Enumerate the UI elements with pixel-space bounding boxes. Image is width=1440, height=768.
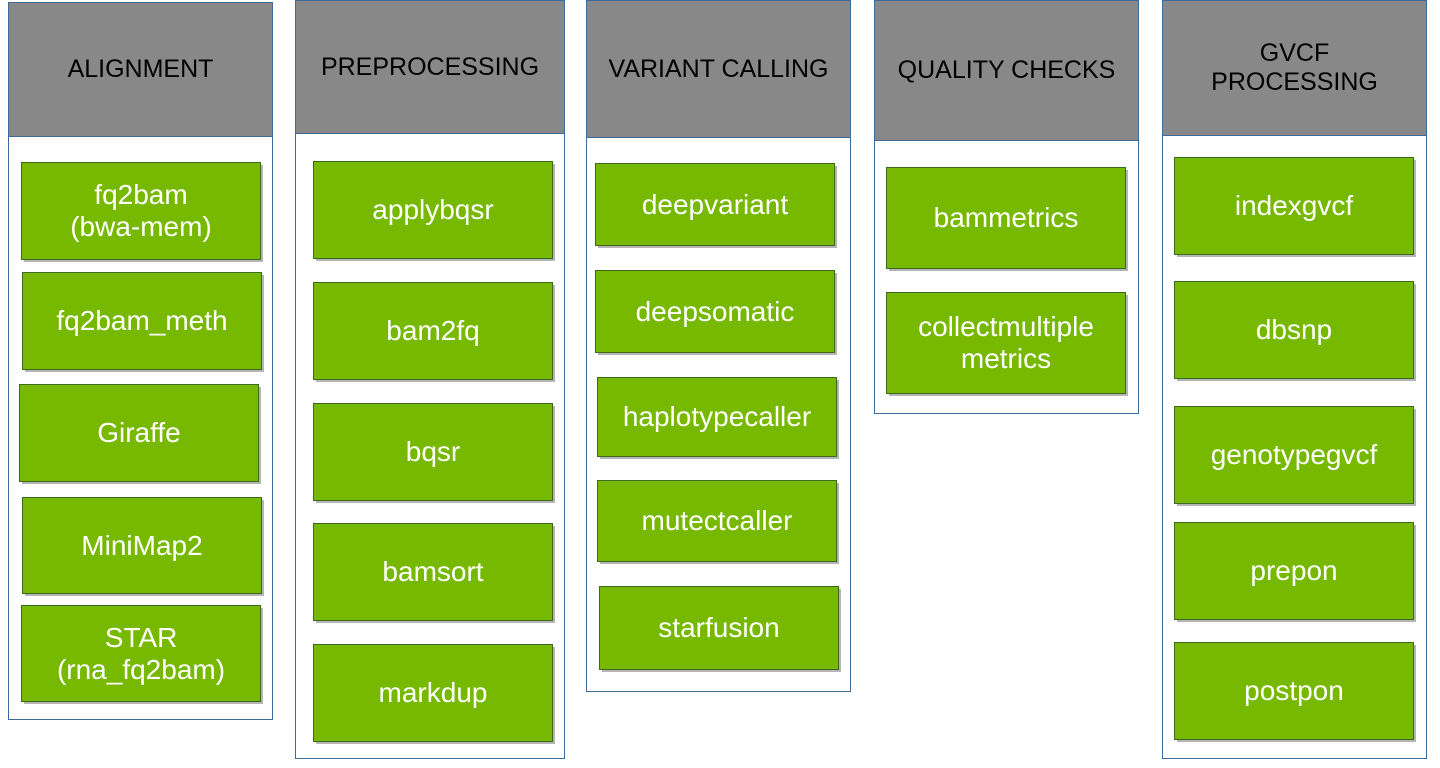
tool-fq2bam: fq2bam (bwa-mem) — [21, 162, 263, 262]
column-header-preprocessing: PREPROCESSING — [296, 1, 564, 134]
tool-prepon: prepon — [1174, 522, 1416, 622]
tool-postpon: postpon — [1174, 642, 1416, 742]
tool-bammetrics: bammetrics — [886, 167, 1128, 271]
tool-markdup: markdup — [313, 644, 555, 744]
tool-bam2fq: bam2fq — [313, 282, 555, 382]
tool-applybqsr: applybqsr — [313, 161, 555, 261]
tool-haplotypecaller: haplotypecaller — [597, 377, 839, 459]
tool-deepvariant: deepvariant — [595, 163, 837, 248]
tool-minimap2: MiniMap2 — [22, 497, 264, 596]
tool-bqsr: bqsr — [313, 403, 555, 503]
tool-bamsort: bamsort — [313, 523, 555, 623]
tool-starfusion: starfusion — [599, 586, 841, 672]
tool-genotypegvcf: genotypegvcf — [1174, 406, 1416, 506]
tool-collectmultiplemetrics: collectmultiple metrics — [886, 292, 1128, 396]
tool-mutectcaller: mutectcaller — [597, 480, 839, 564]
tool-giraffe: Giraffe — [19, 384, 261, 484]
column-header-alignment: ALIGNMENT — [9, 3, 272, 137]
column-header-variant-calling: VARIANT CALLING — [587, 1, 850, 138]
tool-dbsnp: dbsnp — [1174, 281, 1416, 381]
tool-star: STAR (rna_fq2bam) — [21, 605, 263, 704]
column-header-gvcf-processing: GVCF PROCESSING — [1163, 1, 1426, 136]
tool-deepsomatic: deepsomatic — [595, 270, 837, 355]
tool-fq2bam-meth: fq2bam_meth — [22, 272, 264, 372]
tool-indexgvcf: indexgvcf — [1174, 157, 1416, 257]
column-header-quality-checks: QUALITY CHECKS — [875, 1, 1138, 141]
